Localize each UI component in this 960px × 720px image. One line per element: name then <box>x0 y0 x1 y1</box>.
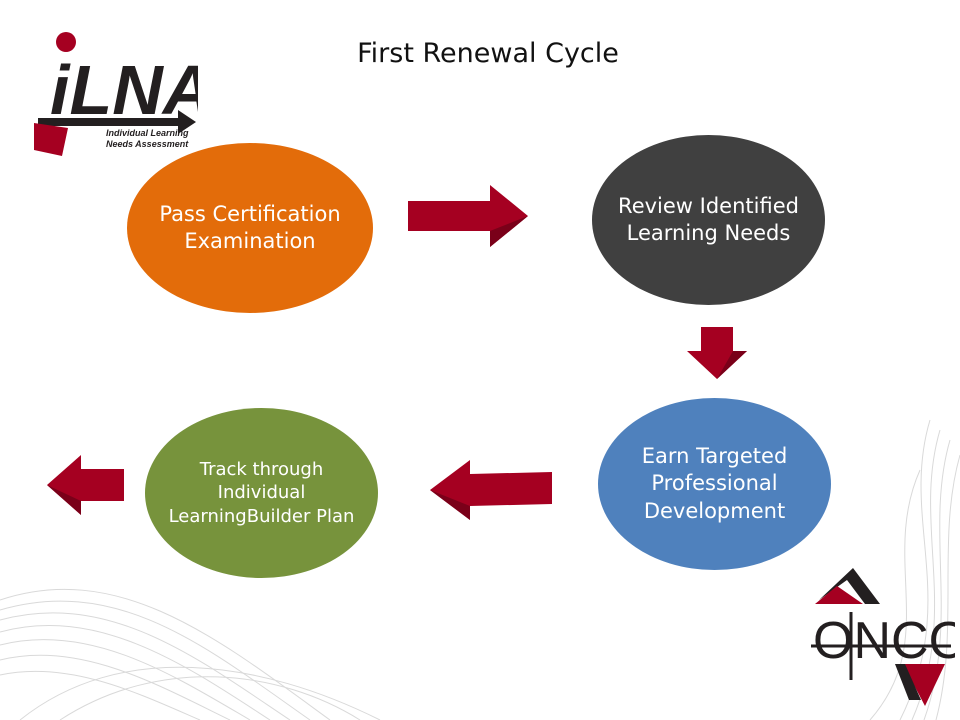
arrow-left-icon <box>47 455 124 515</box>
page-title: First Renewal Cycle <box>357 38 619 69</box>
oncc-logo: ONCC <box>811 568 955 706</box>
ilna-logo-tagline-2: Needs Assessment <box>106 139 189 149</box>
step-track-learningbuilder: Track through Individual LearningBuilder… <box>145 408 378 578</box>
step-label: Earn Targeted Professional Development <box>641 444 788 523</box>
oncc-logo-mark: ONCC <box>813 612 955 670</box>
arrow-right-icon <box>408 185 528 247</box>
ilna-logo: iLNA Individual Learning Needs Assessmen… <box>34 32 198 156</box>
step-label: Pass Certification Examination <box>159 201 341 253</box>
step-review-learning-needs: Review Identified Learning Needs <box>592 135 825 305</box>
ilna-logo-mark: iLNA <box>50 51 198 129</box>
step-earn-professional-development: Earn Targeted Professional Development <box>598 398 831 570</box>
step-pass-certification: Pass Certification Examination <box>127 143 373 313</box>
arrow-down-icon <box>687 327 747 379</box>
ilna-logo-tagline-1: Individual Learning <box>106 128 189 138</box>
step-label: Review Identified Learning Needs <box>618 193 799 245</box>
arrow-left-icon <box>430 460 552 520</box>
step-label: Track through Individual LearningBuilder… <box>168 458 355 527</box>
